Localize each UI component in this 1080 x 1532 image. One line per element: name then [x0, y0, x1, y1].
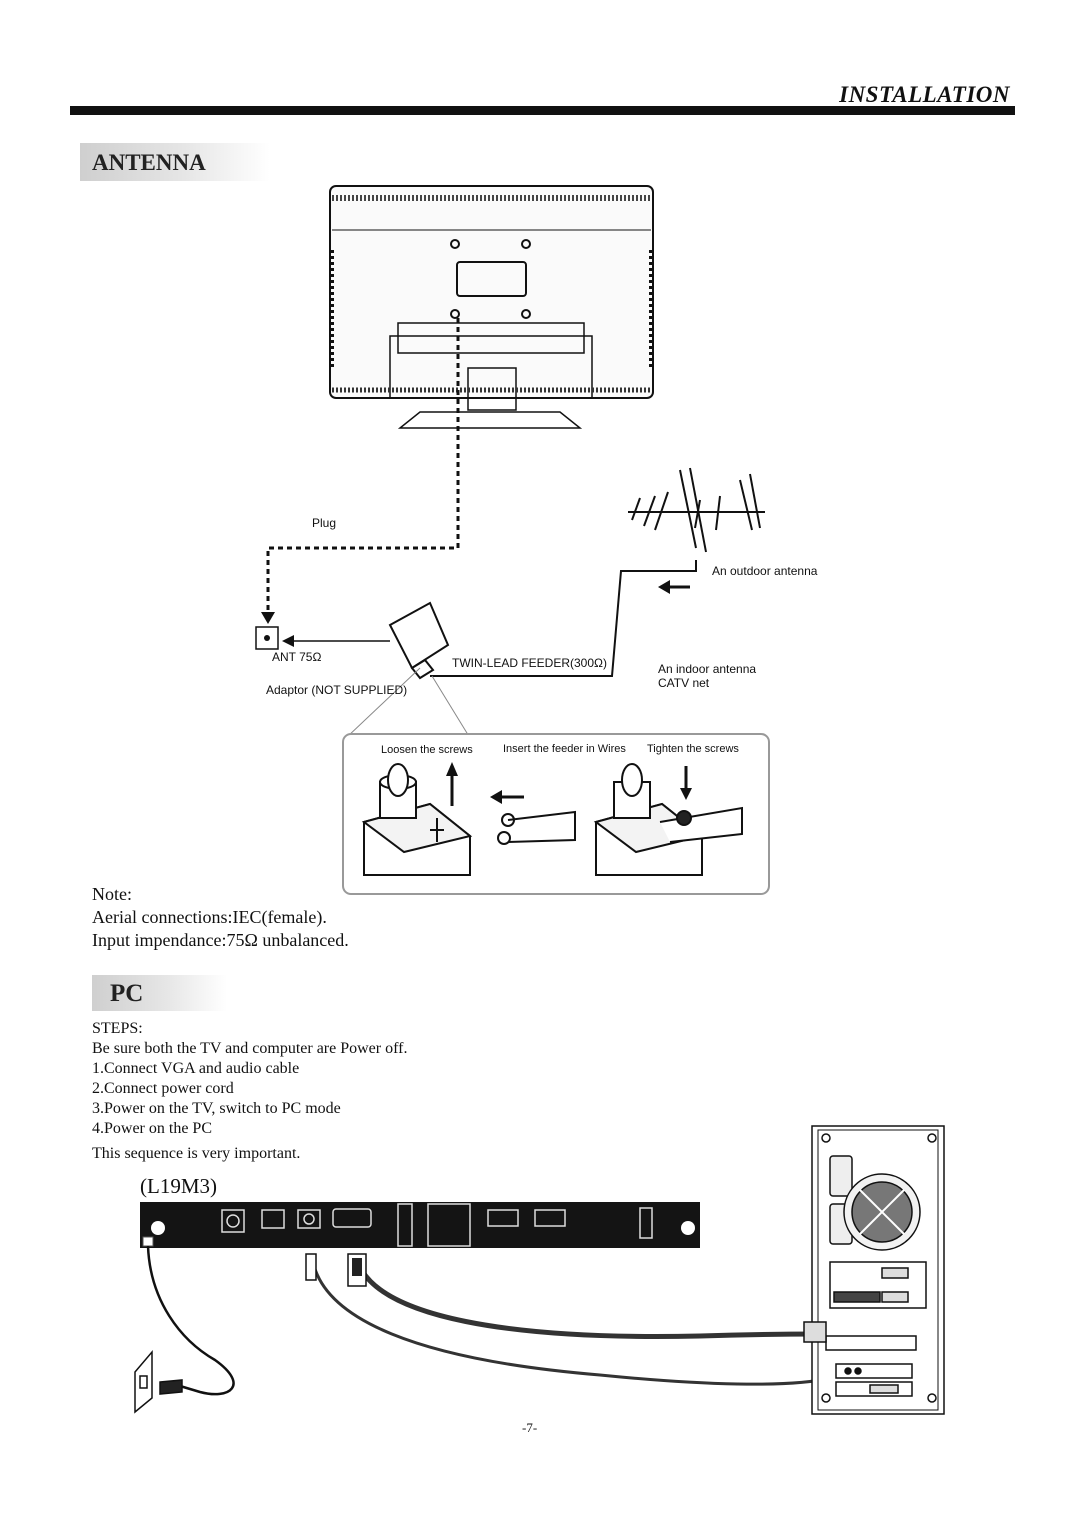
label-indoor-antenna: An indoor antenna: [658, 662, 757, 676]
step-0: Be sure both the TV and computer are Pow…: [92, 1040, 408, 1057]
step-3: 3.Power on the TV, switch to PC mode: [92, 1100, 341, 1117]
pc-tower: [803, 1125, 945, 1415]
label-ant: ANT 75Ω: [272, 650, 322, 664]
outdoor-antenna: [628, 467, 765, 553]
feeder-wire: [497, 810, 576, 845]
wall-outlet: [134, 1349, 183, 1414]
audio-plug: [305, 1253, 317, 1281]
ant-arrow: [282, 635, 294, 647]
power-cable: [146, 1245, 235, 1396]
plug-arrow: [261, 612, 275, 624]
terminal-loosen: [361, 763, 473, 876]
adaptor: [388, 601, 450, 680]
audio-cable: [310, 1255, 831, 1386]
tv-back-illustration: [329, 185, 654, 429]
model-label: (L19M3): [140, 1174, 217, 1198]
header-rule: [70, 106, 1015, 115]
step-4: 4.Power on the PC: [92, 1120, 212, 1137]
label-insert: Insert the feeder in Wires: [503, 743, 626, 755]
antenna-heading: ANTENNA: [80, 143, 270, 181]
steps-title: STEPS:: [92, 1020, 143, 1037]
steps-footnote: This sequence is very important.: [92, 1145, 301, 1162]
page-number: -7-: [522, 1420, 538, 1435]
tv-connector-panel: [140, 1202, 700, 1248]
label-catv: CATV net: [658, 676, 710, 690]
step-2: 2.Connect power cord: [92, 1080, 234, 1097]
label-outdoor-antenna: An outdoor antenna: [712, 564, 818, 578]
step-1: 1.Connect VGA and audio cable: [92, 1060, 300, 1077]
terminal-tighten: [593, 763, 743, 876]
note-title: Note:: [92, 884, 132, 904]
label-adaptor: Adaptor (NOT SUPPLIED): [266, 683, 408, 697]
label-loosen: Loosen the screws: [381, 744, 473, 756]
pc-heading: PC: [92, 975, 227, 1011]
note-line-2: Input impendance:75Ω unbalanced.: [92, 930, 349, 950]
vga-cable: [353, 1255, 821, 1339]
note-line-1: Aerial connections:IEC(female).: [92, 907, 327, 927]
label-tighten: Tighten the screws: [647, 743, 739, 755]
label-plug: Plug: [312, 516, 337, 530]
label-twin-lead: TWIN-LEAD FEEDER(300Ω): [452, 656, 607, 670]
section-title: INSTALLATION: [839, 82, 1010, 107]
plug-path: [266, 318, 460, 612]
